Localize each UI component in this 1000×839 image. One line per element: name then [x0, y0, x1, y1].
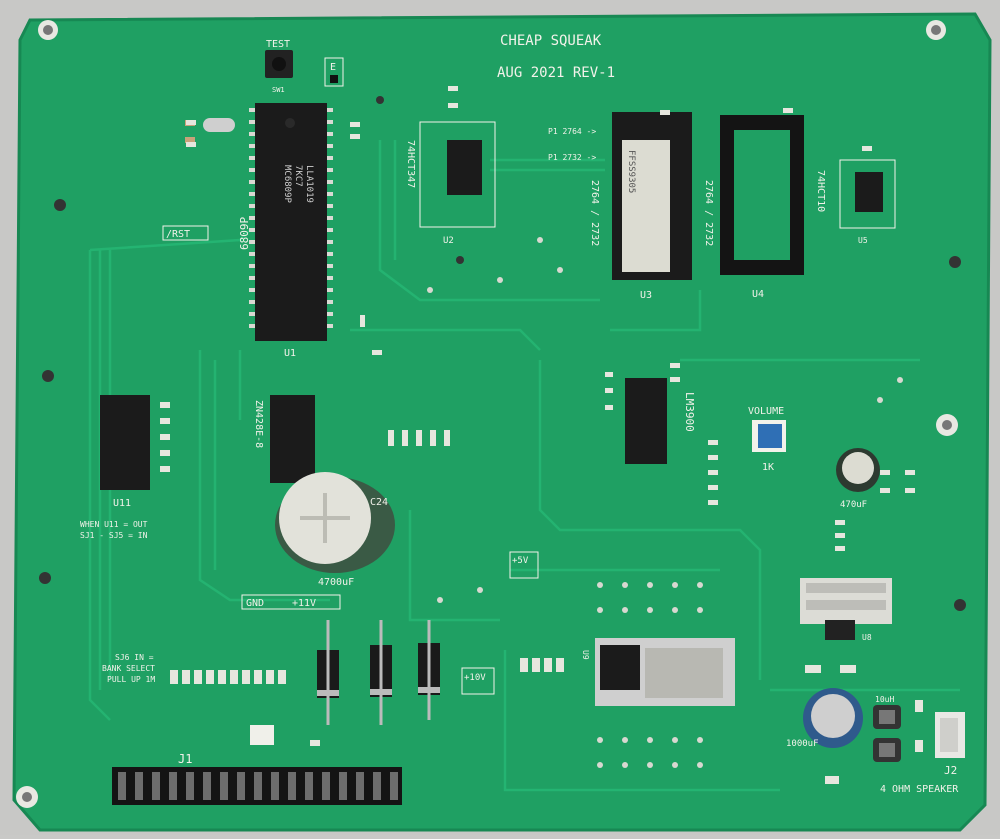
heatsink-u8: U8: [800, 578, 892, 642]
u1-marking-3: LLA1019: [304, 165, 314, 203]
v5-label: +5V: [512, 556, 529, 566]
test-switch[interactable]: TEST SW1: [265, 39, 293, 94]
e-label: E: [330, 62, 336, 73]
u11-ref: U11: [113, 498, 131, 509]
capacitor-c31: 470uF: [836, 448, 880, 510]
vias: [427, 237, 903, 768]
rst-label: /RST: [166, 229, 190, 240]
u5-ref: U5: [858, 236, 868, 245]
chip-u6: ZN428E-8: [253, 395, 315, 483]
u9-ref: U9: [581, 650, 590, 660]
chip-u3: FFSS9305 2764 / 2732 U3 P1 2764 -> P1 27…: [548, 112, 692, 301]
regulator-u9: U9: [581, 638, 735, 706]
sj6-note-2: BANK SELECT: [102, 664, 155, 673]
u8-ref: U8: [862, 633, 872, 642]
board-title: CHEAP SQUEAK: [500, 33, 602, 49]
j2-label: J2: [944, 764, 957, 777]
inductors: 10uH: [873, 695, 901, 762]
test-label: TEST: [266, 39, 290, 50]
c31-value: 470uF: [840, 500, 867, 510]
u2-ref: U2: [443, 236, 454, 246]
u5-silk: 74HCT10: [815, 170, 826, 212]
connector-j1[interactable]: J1: [112, 752, 402, 805]
c24-ref: C24: [370, 497, 388, 508]
board-revision: AUG 2021 REV-1: [497, 65, 615, 81]
sj6-note-1: SJ6 IN =: [115, 653, 154, 662]
u11-note-2: SJ1 - SJ5 = IN: [80, 531, 148, 540]
silk-notes: WHEN U11 = OUT SJ1 - SJ5 = IN SJ6 IN = B…: [80, 520, 155, 684]
u4-ref: U4: [752, 289, 764, 300]
u3-ref: U3: [640, 290, 652, 301]
p1-2732-label: P1 2732 ->: [548, 153, 596, 162]
chip-u11: U11: [100, 395, 150, 509]
capacitor-c24: C24 4700uF: [275, 472, 395, 588]
volume-trimmer[interactable]: VOLUME 1K: [748, 406, 786, 473]
volume-label: VOLUME: [748, 406, 784, 417]
speaker-label: 4 OHM SPEAKER: [880, 784, 959, 795]
smd-passives: [160, 86, 923, 784]
u1-marking-1: MC6809P: [282, 165, 292, 204]
chip-u7: LM3900: [625, 378, 696, 464]
capacitor-c27: 1000uF: [786, 688, 863, 749]
v10-label: +10V: [464, 673, 486, 683]
c24-value: 4700uF: [318, 577, 354, 588]
connector-j2[interactable]: J2 4 OHM SPEAKER: [880, 712, 965, 795]
v11-label: +11V: [292, 598, 316, 609]
volume-value: 1K: [762, 462, 774, 473]
c27-value: 1000uF: [786, 739, 819, 749]
socket-u4: 2764 / 2732 U4: [703, 115, 804, 300]
gnd-label: GND: [246, 598, 264, 609]
u11-note-1: WHEN U11 = OUT: [80, 520, 148, 529]
u3-label: FFSS9305: [626, 150, 636, 193]
chip-u2: 74HCT347 U2: [405, 121, 496, 246]
j1-label: J1: [178, 752, 192, 766]
u7-silk: LM3900: [683, 392, 696, 432]
sj6-note-3: PULL UP 1M: [107, 675, 155, 684]
u1-ref: U1: [284, 348, 296, 359]
u3-silk: 2764 / 2732: [589, 180, 600, 246]
mounting-holes: [16, 20, 966, 808]
inductor-value: 10uH: [875, 695, 894, 704]
u4-silk: 2764 / 2732: [703, 180, 714, 246]
u6-silk: ZN428E-8: [253, 400, 264, 448]
u2-silk: 74HCT347: [405, 140, 416, 188]
diodes: [317, 620, 440, 725]
chip-u5: 74HCT10 U5: [815, 159, 896, 245]
u1-marking-2: 7KC7: [293, 165, 303, 187]
copper-traces: [88, 140, 960, 792]
p1-2764-label: P1 2764 ->: [548, 127, 596, 136]
sw1-label: SW1: [272, 86, 285, 94]
u1-silk: 6809P: [238, 217, 251, 250]
chip-u1: MC6809P 7KC7 LLA1019 6809P U1: [238, 103, 333, 359]
